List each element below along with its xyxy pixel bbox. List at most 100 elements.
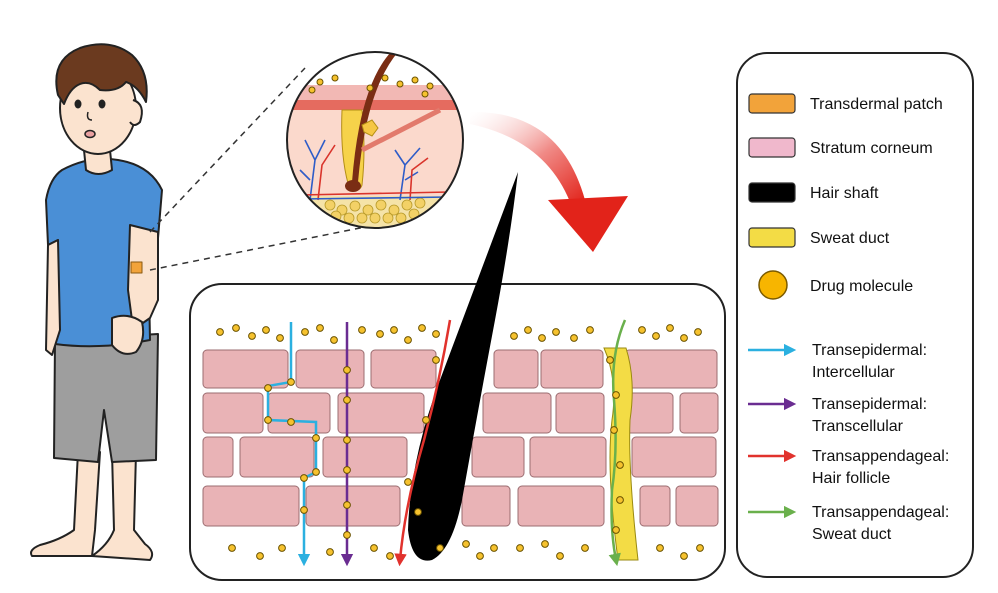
keratinocyte-brick	[493, 349, 539, 389]
keratinocyte-brick	[370, 349, 437, 389]
boy-right-arm	[127, 224, 159, 326]
keratinocyte-brick	[517, 485, 605, 527]
drug-molecule	[666, 324, 674, 332]
stratum-corneum-panel	[189, 172, 726, 581]
drug-molecule	[510, 332, 518, 340]
boy-shorts	[53, 333, 159, 463]
drug-molecule	[312, 468, 320, 476]
brick-rows	[202, 349, 719, 527]
keratinocyte-brick	[239, 436, 315, 478]
drug-molecule	[418, 324, 426, 332]
drug-molecule	[581, 544, 589, 552]
keratinocyte-brick	[305, 485, 401, 527]
drug-molecule	[538, 334, 546, 342]
sebaceous-gland	[361, 119, 379, 137]
boy-hair	[55, 43, 148, 105]
keratinocyte-brick	[202, 436, 234, 478]
drug-molecule	[343, 501, 351, 509]
legend-label-sweat: Sweat duct	[810, 230, 890, 247]
epidermis-red-band	[287, 100, 463, 110]
legend-box	[736, 52, 974, 578]
drug-molecule	[610, 426, 618, 434]
boy-ear	[129, 99, 143, 126]
arrector-muscle	[360, 107, 442, 153]
keratinocyte-brick	[679, 392, 719, 434]
drug-molecule	[616, 461, 624, 469]
boy-illustration	[30, 43, 163, 561]
drug-molecule	[476, 552, 484, 560]
keratinocyte-brick	[540, 349, 604, 389]
route-sweat-duct-arrow	[608, 319, 627, 567]
keratinocyte-brick	[555, 392, 605, 434]
drug-molecule	[312, 434, 320, 442]
blood-vessels	[299, 139, 451, 201]
keratinocyte-brick	[267, 392, 331, 434]
boy-nose	[86, 111, 93, 121]
drug-molecules	[216, 324, 704, 560]
drug-molecule	[330, 336, 338, 344]
fat-cells	[324, 197, 426, 224]
boy-eye-right	[98, 99, 106, 109]
boy-mouth	[84, 129, 96, 139]
drug-molecule	[376, 330, 384, 338]
drug-molecule	[262, 326, 270, 334]
legend-route-line1-intercellular: Transepidermal:	[812, 342, 927, 359]
drug-molecule	[301, 328, 309, 336]
drug-molecule	[358, 326, 366, 334]
drug-molecule	[680, 552, 688, 560]
legend-swatch-hair	[748, 182, 796, 203]
legend-item-patch: Transdermal patch	[748, 93, 943, 114]
keratinocyte-brick	[624, 349, 718, 389]
drug-molecule	[343, 466, 351, 474]
drug-molecule	[404, 478, 412, 486]
legend-swatch-patch	[748, 93, 796, 114]
boy-neck	[83, 149, 113, 175]
keratinocyte-brick	[202, 392, 264, 434]
drug-molecule	[256, 552, 264, 560]
legend-route-line2-hair-follicle: Hair follicle	[812, 470, 890, 487]
legend-route-transcellular: Transepidermal: Transcellular	[748, 396, 927, 435]
drug-molecule	[612, 526, 620, 534]
keratinocyte-brick	[202, 485, 300, 527]
skin-cross-section-zoom	[286, 51, 464, 229]
legend-item-hair: Hair shaft	[748, 182, 879, 203]
keratinocyte-brick	[337, 392, 425, 434]
drug-molecule	[638, 326, 646, 334]
hair-bulb	[345, 180, 361, 192]
drug-molecule	[436, 544, 444, 552]
legend-item-drug: Drug molecule	[758, 270, 913, 300]
keratinocyte-brick	[631, 436, 717, 478]
hair-shaft-large	[408, 172, 518, 561]
arm-patch-icon	[130, 261, 143, 274]
drug-molecule	[228, 544, 236, 552]
drug-molecule	[343, 436, 351, 444]
keratinocyte-brick	[639, 485, 671, 527]
drug-molecule	[696, 544, 704, 552]
zoom-line-top	[149, 67, 306, 233]
keratinocyte-brick	[461, 485, 511, 527]
drug-molecule	[606, 356, 614, 364]
drug-molecule	[490, 544, 498, 552]
drug-molecule	[556, 552, 564, 560]
drug-molecule	[316, 324, 324, 332]
boy-right-leg	[91, 451, 154, 561]
boy-left-arm	[45, 239, 61, 356]
legend-swatch-stratum	[748, 137, 796, 158]
keratinocyte-brick	[675, 485, 719, 527]
drug-molecule	[232, 324, 240, 332]
keratinocyte-brick	[295, 349, 365, 389]
drug-molecule	[300, 474, 308, 482]
drug-molecule	[404, 336, 412, 344]
drug-molecule	[694, 328, 702, 336]
drug-molecule	[524, 326, 532, 334]
drug-molecule	[300, 506, 308, 514]
legend-route-line2-transcellular: Transcellular	[812, 418, 904, 435]
legend-route-line1-transcellular: Transepidermal:	[812, 396, 927, 413]
route-hair-follicle-arrow	[394, 319, 452, 567]
drug-molecule	[326, 548, 334, 556]
magnify-arrow	[470, 111, 628, 252]
drug-molecule	[552, 328, 560, 336]
boy-eye-left	[74, 99, 82, 109]
drug-molecule	[370, 544, 378, 552]
